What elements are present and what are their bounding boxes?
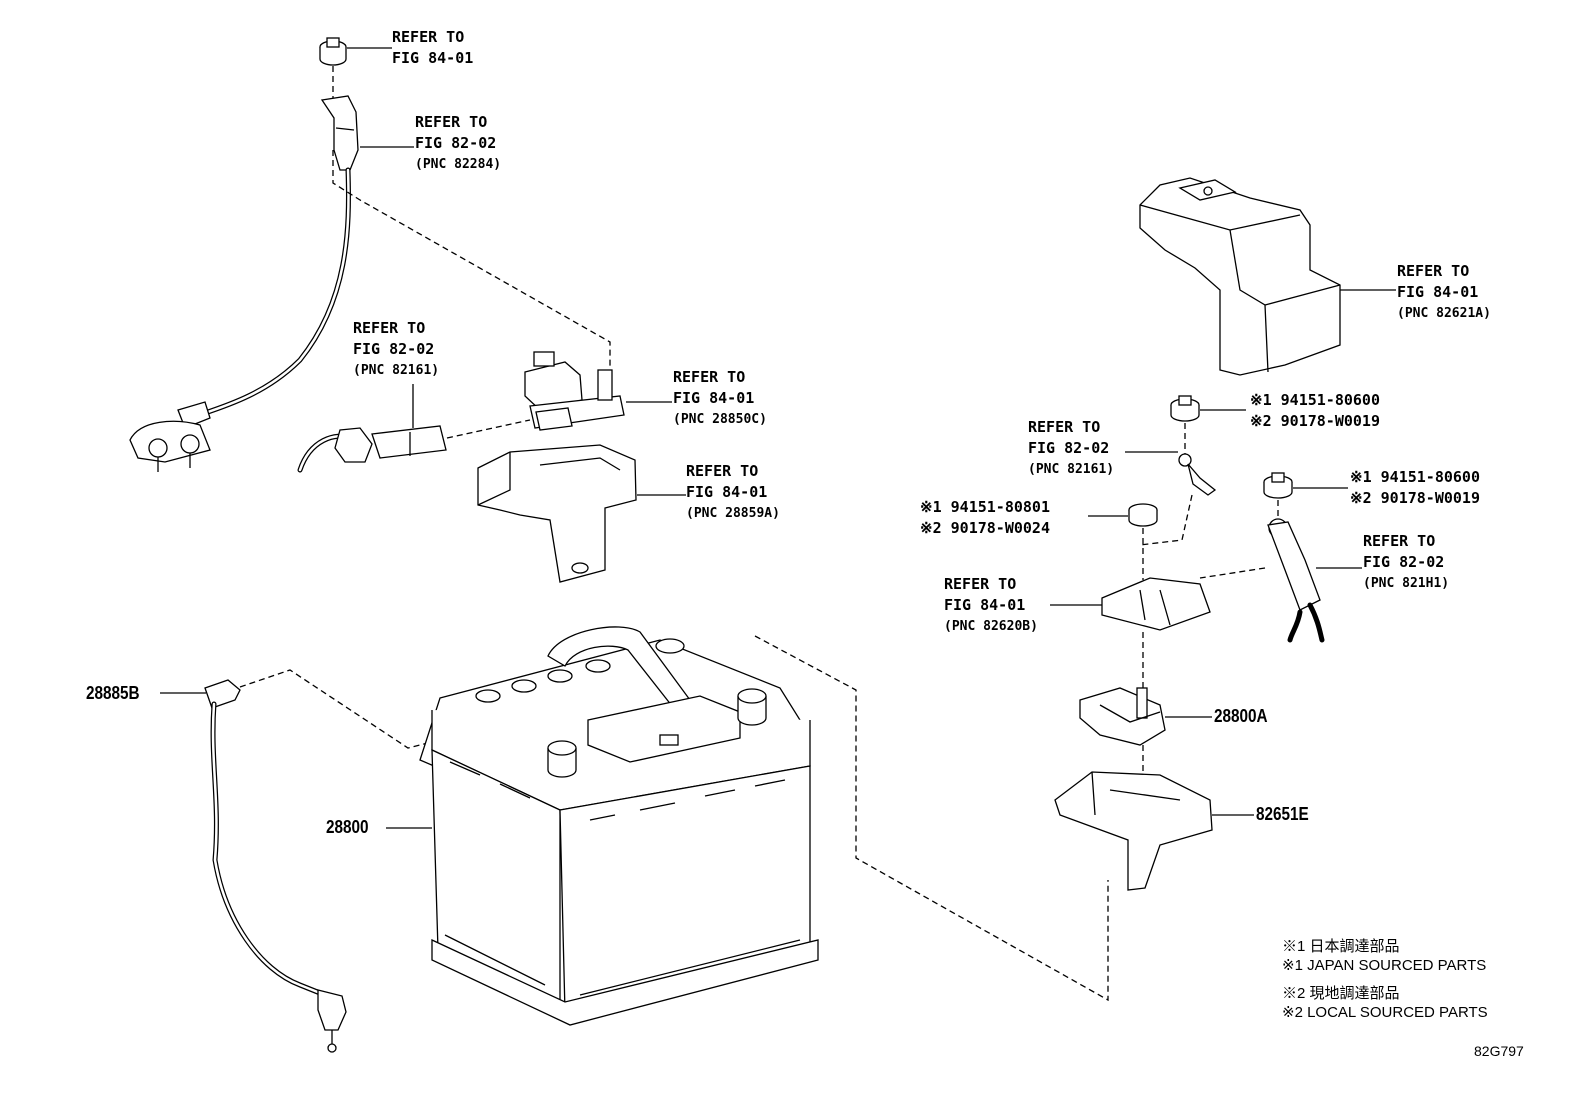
note-2-jp: ※2 現地調達部品 [1282, 985, 1400, 1002]
bracket-82620b [1101, 577, 1211, 631]
clamp-28800a [1079, 687, 1166, 746]
ground-strap [204, 679, 347, 1053]
fuse-block-base [477, 444, 637, 583]
part-number-28800a: 28800A [1214, 706, 1268, 726]
bolt-right-2 [1263, 472, 1293, 499]
figure-id: 82G797 [1474, 1043, 1524, 1059]
fuse-block-upper [524, 351, 625, 431]
bracket-82651e [1054, 771, 1213, 891]
part-number-28800: 28800 [326, 817, 369, 837]
small-terminal [1178, 453, 1217, 496]
bolt-label-1: ※1 94151-80600※2 90178-W0019 [1250, 391, 1380, 430]
bolt-right-1 [1170, 395, 1200, 422]
terminal-cover [1139, 177, 1341, 376]
note-1-jp: ※1 日本調達部品 [1282, 938, 1400, 955]
bolt-label-2: ※1 94151-80600※2 90178-W0019 [1350, 468, 1480, 507]
bolt-top-left [319, 37, 347, 66]
note-1-en: ※1 JAPAN SOURCED PARTS [1282, 957, 1487, 974]
battery [419, 626, 819, 1026]
bolt-right-3 [1128, 503, 1158, 527]
cable-821h1 [1267, 518, 1325, 643]
part-number-82651e: 82651E [1256, 804, 1309, 824]
positive-cable [129, 95, 359, 472]
bolt-label-3: ※1 94151-80801※2 90178-W0024 [920, 498, 1050, 537]
small-cable [297, 425, 447, 473]
note-2-en: ※2 LOCAL SOURCED PARTS [1282, 1004, 1488, 1021]
part-number-28885b: 28885B [86, 683, 140, 703]
